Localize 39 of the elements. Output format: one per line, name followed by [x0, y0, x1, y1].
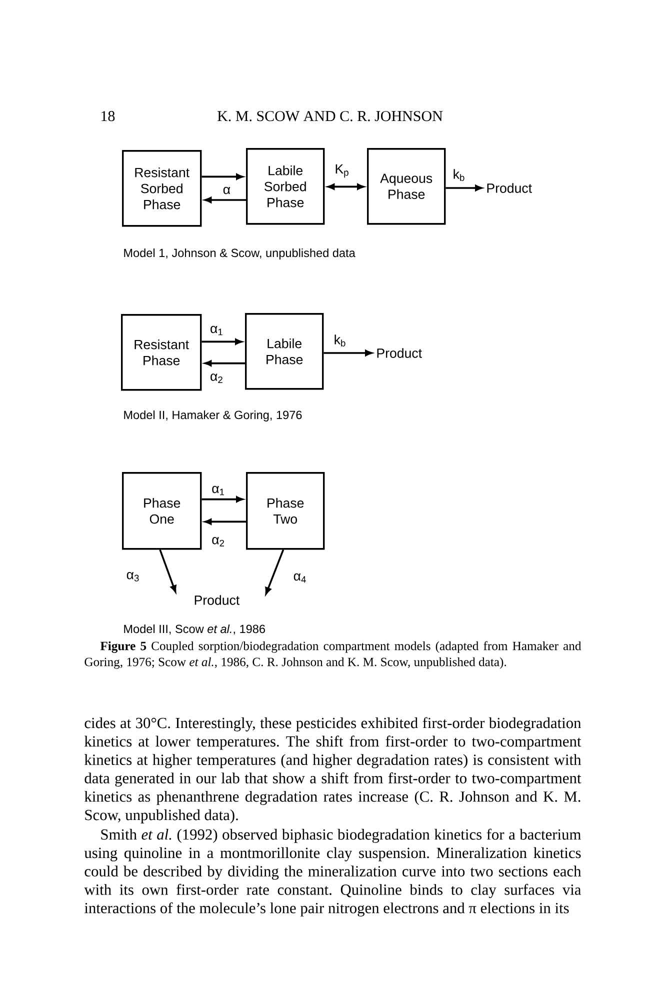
arrow — [204, 360, 245, 366]
arrow — [202, 496, 244, 502]
edge-label: k$_{b}$ — [454, 169, 464, 181]
edge-label: α$_{1}$ — [210, 326, 222, 336]
edge-label: K$_{p}$ — [336, 164, 348, 178]
arrow — [159, 549, 176, 592]
edge-label: α$_{1}$ — [212, 486, 224, 496]
page-number: 18 — [102, 111, 115, 122]
process-box: Resistant Sorbed Phase — [122, 150, 202, 227]
process-box: Phase Two — [246, 472, 325, 550]
process-box: Resistant Phase — [121, 314, 202, 391]
edge-label: α$_{4}$ — [294, 573, 306, 583]
edge-label: α$_{3}$ — [126, 572, 139, 582]
edge-label: α$_{2}$ — [210, 374, 222, 383]
body-paragraph: Smith et al. (1992) observed biphasic biodegradation kinetics for a bacterium using quinoline in a montmorillonite clay suspension. Mineralization kinetics could be described by dividing the mineralization curve into two sections each with its own first-order rate constant. Quinoline binds to clay surfaces via interactions of the molecule’s lone pair nitrogen electrons and π elections in its — [84, 828, 582, 916]
edge-label: α$_{2}$ — [212, 537, 224, 546]
process-box: Labile Phase — [245, 313, 324, 390]
arrow — [204, 196, 246, 204]
figure-caption: Figure 5 Coupled sorption/biodegradation compartment models (adapted from Hamaker and Goring, 1976; Scow et al., 1986, C. R. Johnson and K. M. Scow, unpublished data). — [84, 641, 582, 669]
arrow — [446, 184, 482, 192]
edge-label: α — [223, 186, 230, 194]
arrow — [324, 350, 372, 356]
edge-label: k$_{b}$ — [334, 334, 346, 346]
body-paragraph: cides at 30°C. Interestingly, these pesticides exhibited first-order biodegradation kinetics at lower temperatures. The shift from first-order to two-compartment kinetics at higher temperatures (and higher degradation rates) is consistent with data generated in our lab that show a shift from first-order to two-compartment kinetics as phenanthrene degradation rates increase (C. R. Johnson and K. M. Scow, unpublished data). — [84, 717, 582, 824]
text-label: Product — [377, 348, 422, 358]
text-label: Product — [487, 183, 532, 193]
arrow — [204, 518, 246, 525]
arrow — [265, 549, 284, 594]
process-box: Aqueous Phase — [367, 148, 446, 225]
model-caption: Model III, Scow et al., 1986 — [124, 624, 265, 634]
arrow — [202, 174, 244, 180]
model-caption: Model II, Hamaker & Goring, 1976 — [124, 410, 302, 422]
process-box: Phase One — [122, 472, 202, 550]
model-caption: Model 1, Johnson & Scow, unpublished data — [124, 248, 356, 260]
arrow — [202, 338, 242, 345]
text-label: Product — [194, 595, 240, 605]
double-arrow — [328, 184, 364, 190]
process-box: Labile Sorbed Phase — [246, 148, 325, 225]
running-header: K. M. SCOW AND C. R. JOHNSON — [218, 111, 443, 122]
